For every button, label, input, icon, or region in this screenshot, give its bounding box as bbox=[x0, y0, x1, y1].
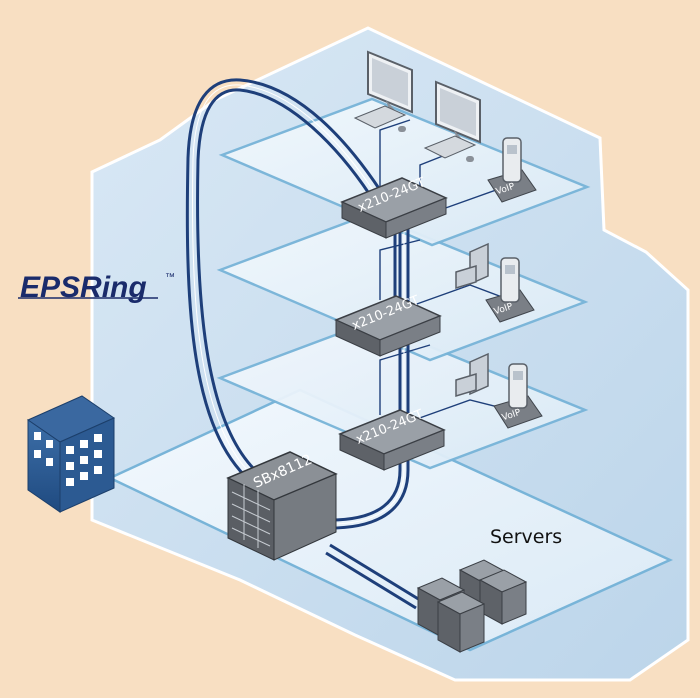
switch-floor-1: x210-24GT bbox=[340, 175, 448, 239]
voip-phone-2: VoIP bbox=[485, 257, 535, 323]
workstation-1 bbox=[353, 50, 413, 132]
workstation-2 bbox=[423, 80, 481, 162]
trademark-symbol: ™ bbox=[165, 272, 175, 283]
switch-floor-2: x210-24GT bbox=[334, 293, 442, 357]
epsring-logo: EPSRing ™ bbox=[18, 271, 175, 304]
voip-phone-1: VoIP bbox=[487, 137, 537, 203]
logo-text: EPSRing bbox=[20, 271, 147, 304]
sbx8112-chassis: SBx8112 bbox=[226, 451, 338, 561]
workstation-floor3 bbox=[455, 352, 489, 398]
servers-label: Servers bbox=[490, 526, 562, 548]
office-building-icon bbox=[26, 395, 116, 513]
server-cluster bbox=[416, 559, 528, 653]
voip-phone-3: VoIP bbox=[493, 363, 543, 429]
workstation-floor2 bbox=[455, 242, 489, 290]
ground-floor bbox=[107, 388, 674, 652]
